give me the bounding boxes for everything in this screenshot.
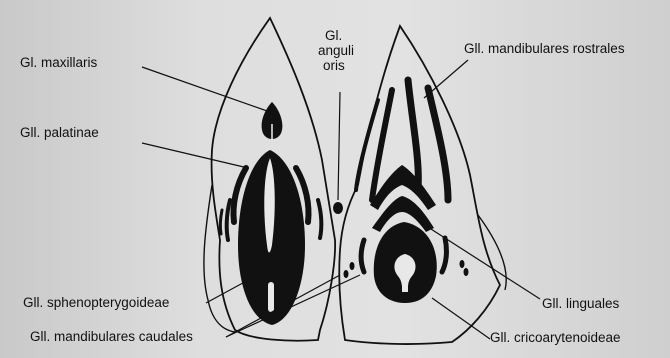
label-gl-anguli-2: anguli <box>318 43 354 58</box>
label-gll-mandibulares-rostrales: Gll. mandibulares rostrales <box>464 41 625 56</box>
label-gll-palatinae: Gll. palatinae <box>20 125 99 140</box>
label-gll-mandibulares-caudales: Gll. mandibulares caudales <box>30 329 193 344</box>
label-gl-anguli-3: oris <box>323 58 345 73</box>
right-jaw-curve <box>478 215 506 290</box>
label-gl-anguli-1: Gl. <box>325 28 342 43</box>
label-gll-linguales: Gll. linguales <box>542 296 620 311</box>
label-gl-maxillaris: Gl. maxillaris <box>20 55 98 70</box>
gl-anguli-oris-shape <box>333 202 343 214</box>
label-gll-cricoarytenoideae: Gll. cricoarytenoideae <box>490 330 621 345</box>
label-gll-sphenopterygoideae: Gll. sphenopterygoideae <box>23 295 169 310</box>
